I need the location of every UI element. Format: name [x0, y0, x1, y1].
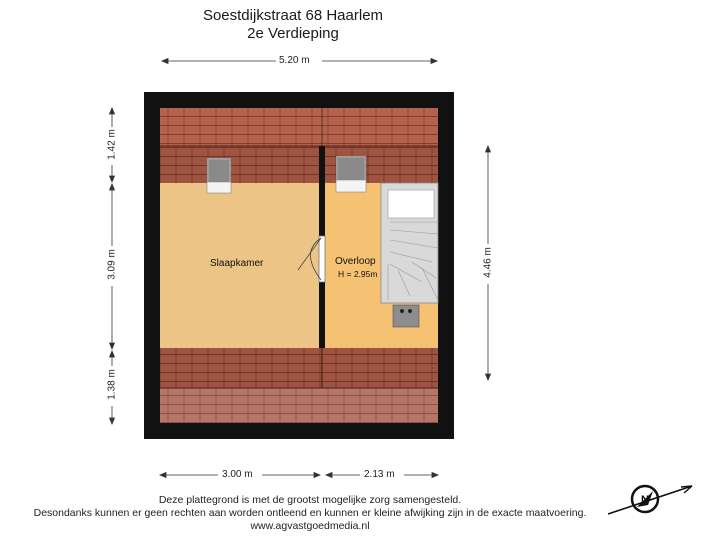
door	[318, 235, 326, 283]
footer-website: www.agvastgoedmedia.nl	[250, 520, 370, 532]
footer-disclaimer-2: Desondanks kunnen er geen rechten aan wo…	[33, 507, 587, 519]
dim-left-middle: 3.09 m	[106, 249, 118, 280]
dim-left-top: 1.42 m	[106, 129, 118, 160]
roof-top-upper	[160, 108, 438, 146]
dim-bottom-right: 2.13 m	[364, 469, 395, 480]
svg-text:N: N	[641, 494, 649, 506]
address-title: Soestdijkstraat 68 Haarlem	[202, 7, 384, 24]
room-height-overloop: H = 2.95m	[338, 269, 378, 279]
dim-left-bottom: 1.38 m	[106, 369, 118, 400]
roof-bottom-upper	[160, 348, 438, 388]
dim-bottom-left: 3.00 m	[222, 469, 253, 480]
dim-right-height: 4.46 m	[482, 247, 494, 278]
roof-top-lower	[160, 146, 438, 183]
staircase	[380, 182, 439, 304]
floor-title: 2e Verdieping	[247, 25, 339, 42]
roof-bottom-lower	[160, 388, 438, 423]
roof-window-right	[335, 156, 367, 193]
partition-wall-upper	[319, 146, 325, 236]
room-label-overloop: Overloop	[335, 256, 376, 267]
dim-top-width: 5.20 m	[279, 55, 310, 66]
room-label-slaapkamer: Slaapkamer	[210, 258, 264, 269]
north-compass-icon: N	[607, 484, 693, 515]
partition-wall-lower	[319, 282, 325, 348]
bedroom-floor	[160, 183, 321, 348]
roof-window-left	[206, 158, 232, 194]
footer-disclaimer-1: Deze plattegrond is met de grootst mogel…	[158, 494, 462, 506]
meter-cabinet	[392, 304, 420, 328]
